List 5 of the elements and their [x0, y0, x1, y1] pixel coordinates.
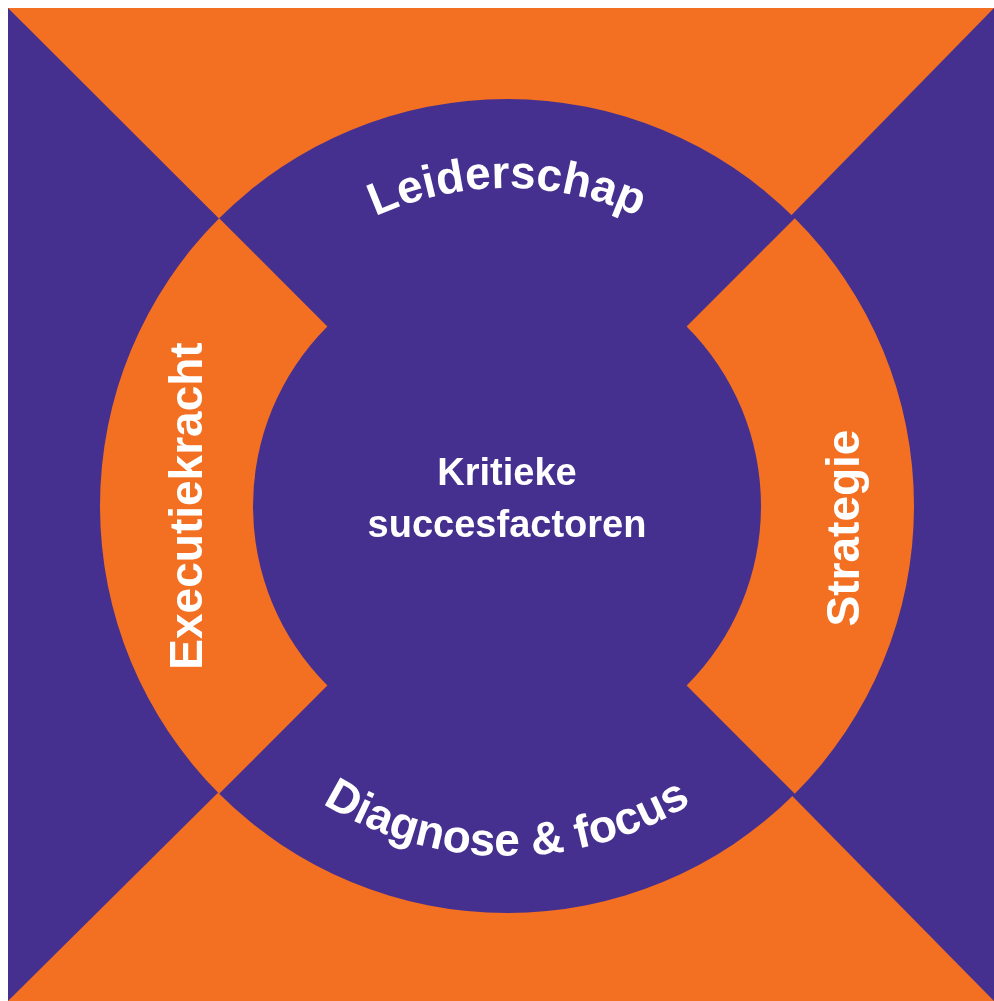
center-label: Kritieke succesfactoren [366, 450, 648, 547]
ring-segment [686, 218, 914, 794]
segment-label: Leiderschap [359, 145, 655, 226]
segment-label: Executiekracht [160, 342, 212, 670]
segment-label: Strategie [817, 429, 869, 627]
